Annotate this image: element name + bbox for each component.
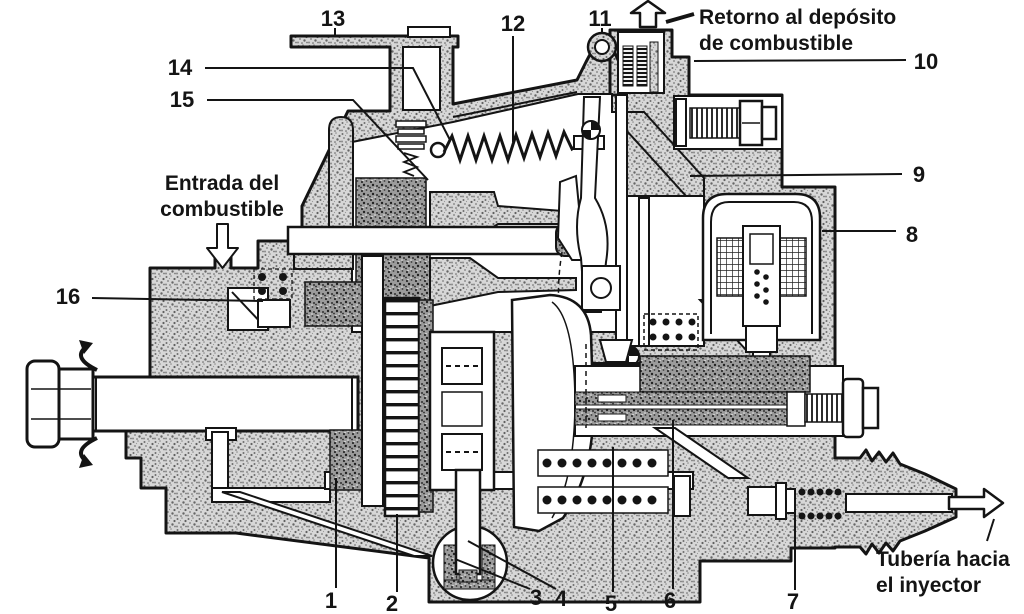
transfer-pump [206, 223, 293, 331]
delivery-valve [747, 482, 1005, 520]
shutoff-solenoid [701, 192, 822, 385]
label-13: 13 [321, 6, 345, 31]
text-annotations: Retorno al depósito de combustible Entra… [160, 6, 1010, 597]
flyweight-lower [429, 257, 577, 308]
main-governor-spring [442, 127, 581, 165]
injector-pipe-label-line2: el inyector [876, 574, 981, 597]
label-15: 15 [170, 87, 194, 112]
overflow-spring-right [636, 45, 648, 87]
solenoid-spring-dots [754, 269, 769, 305]
gear-teeth [383, 296, 421, 518]
cam-axis-rod [454, 468, 482, 576]
plunger-hex-nut [841, 377, 865, 439]
shaft-hex-nut [25, 359, 61, 449]
label-9: 9 [913, 162, 925, 187]
solenoid-coil-right [779, 237, 807, 297]
injector-pipe-label-line1: Tubería hacia [876, 548, 1010, 571]
governor-shaft [286, 225, 574, 256]
part-number-labels: 13 12 11 10 14 15 9 8 16 1 2 3 4 5 6 7 [56, 6, 938, 614]
bolt-threads [689, 107, 741, 139]
fuel-return-label-line1: Retorno al depósito [699, 6, 896, 29]
plunger-threads [804, 393, 844, 423]
support-pillar [328, 115, 354, 230]
label-12: 12 [501, 11, 525, 36]
adjuster-rod [402, 46, 441, 111]
label-6: 6 [664, 588, 676, 613]
inlet-dots [258, 273, 287, 295]
fuel-inlet-label-line2: combustible [160, 198, 284, 221]
gallery-dots [649, 318, 696, 341]
label-16: 16 [56, 284, 80, 309]
label-10: 10 [914, 49, 938, 74]
label-1: 1 [325, 588, 337, 613]
arrow-down-icon [206, 223, 239, 269]
label-8: 8 [906, 222, 918, 247]
label-11: 11 [588, 6, 611, 31]
rotation-arrows-icon [79, 340, 98, 468]
label-7: 7 [787, 589, 799, 614]
label-4: 4 [555, 586, 568, 611]
arrow-right-icon [947, 487, 1005, 519]
label-3: 3 [530, 585, 542, 610]
outlet-bore [845, 493, 953, 513]
label-14: 14 [168, 55, 193, 80]
fuel-inlet-label-line1: Entrada del [165, 172, 279, 195]
drive-shaft [25, 340, 360, 468]
fuel-return-port [617, 0, 667, 94]
distributor-plunger [574, 344, 880, 479]
label-2: 2 [386, 591, 398, 614]
fuel-return-label-line2: de combustible [699, 32, 853, 55]
leader-lines [91, 12, 995, 592]
sump-boss [431, 468, 509, 602]
idle-spring [401, 152, 420, 177]
control-lever-linkage [556, 94, 699, 386]
adjuster-bolt [673, 95, 783, 150]
solenoid-coil-left [716, 237, 744, 297]
cover-plate-tab [407, 26, 451, 38]
lifting-eyelet [586, 31, 618, 63]
arrow-up-icon [629, 0, 667, 29]
label-5: 5 [605, 591, 617, 614]
plunger-return-springs [537, 449, 669, 514]
housing-inner-line [452, 91, 578, 118]
roller-ring-carrier [428, 330, 496, 492]
overflow-spring-left [622, 45, 634, 87]
